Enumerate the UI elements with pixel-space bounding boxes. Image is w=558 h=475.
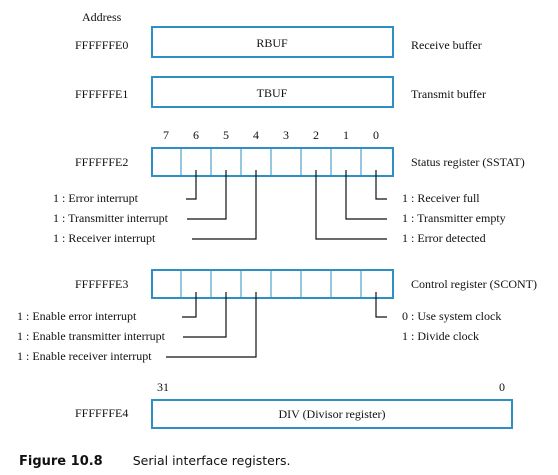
figure-caption-text: Serial interface registers. [132,453,291,468]
sstat-address: FFFFFFE2 [75,155,128,169]
scont-bit4-description: 1 : Enable receiver interrupt [17,349,152,363]
bit-number-4: 4 [253,128,259,142]
bit-number-6: 6 [193,128,199,142]
sstat-bit0-leader-line [375,170,387,200]
sstat-bit-numbers: 7 6 5 4 3 2 1 0 [163,128,379,142]
scont-bit0-leader-line [375,292,387,318]
scont-bit6-description: 1 : Enable error interrupt [17,309,137,323]
rbuf-address: FFFFFFE0 [75,38,128,52]
sstat-bit0-description: 1 : Receiver full [402,191,480,205]
sstat-bit2-leader-line [315,170,387,240]
sstat-bit6-leader-line [186,170,197,200]
sstat-name: Status register (SSTAT) [411,155,525,169]
scont-bit4-leader-line [166,292,257,358]
scont-bit5-description: 1 : Enable transmitter interrupt [17,329,166,343]
scont-bit-cell [330,269,362,299]
scont-name: Control register (SCONT) [411,277,537,291]
sstat-register-box [151,147,394,177]
div-low-bit-number: 0 [499,380,505,394]
bit-number-2: 2 [313,128,319,142]
div-label: DIV (Divisor register) [278,407,385,421]
bit-number-7: 7 [163,128,169,142]
sstat-bit2-description: 1 : Error detected [402,231,486,245]
scont-bit5-leader-line [183,292,227,338]
div-register-box [151,399,513,429]
sstat-bit4-leader-line [192,170,257,240]
sstat-bit5-description: 1 : Transmitter interrupt [53,211,169,225]
bit-number-3: 3 [283,128,289,142]
sstat-bit4-description: 1 : Receiver interrupt [53,231,156,245]
tbuf-register-box [151,76,394,108]
sstat-bit5-leader-line [187,170,227,220]
bit-number-0: 0 [373,128,379,142]
scont-bit6-leader-line [182,292,197,318]
figure-number: Figure 10.8 [19,454,103,469]
address-heading: Address [82,10,122,24]
scont-bit0-description-0: 0 : Use system clock [402,309,501,323]
sstat-bit1-leader-line [345,170,387,220]
scont-register-box [151,269,394,299]
rbuf-label: RBUF [256,36,288,50]
scont-bit0-description-1: 1 : Divide clock [402,329,479,343]
sstat-bit6-description: 1 : Error interrupt [53,191,139,205]
sstat-bit1-description: 1 : Transmitter empty [402,211,506,225]
rbuf-register-box [151,26,394,58]
tbuf-label: TBUF [257,86,288,100]
figure-caption: Figure 10.8 Serial interface registers. [19,452,291,470]
div-high-bit-number: 31 [157,380,169,394]
rbuf-name: Receive buffer [411,38,482,52]
tbuf-name: Transmit buffer [411,87,486,101]
tbuf-address: FFFFFFE1 [75,87,128,101]
div-address: FFFFFFE4 [75,406,128,420]
scont-bit-cells [180,269,362,299]
bit-number-1: 1 [343,128,349,142]
bit-number-5: 5 [223,128,229,142]
scont-address: FFFFFFE3 [75,277,128,291]
